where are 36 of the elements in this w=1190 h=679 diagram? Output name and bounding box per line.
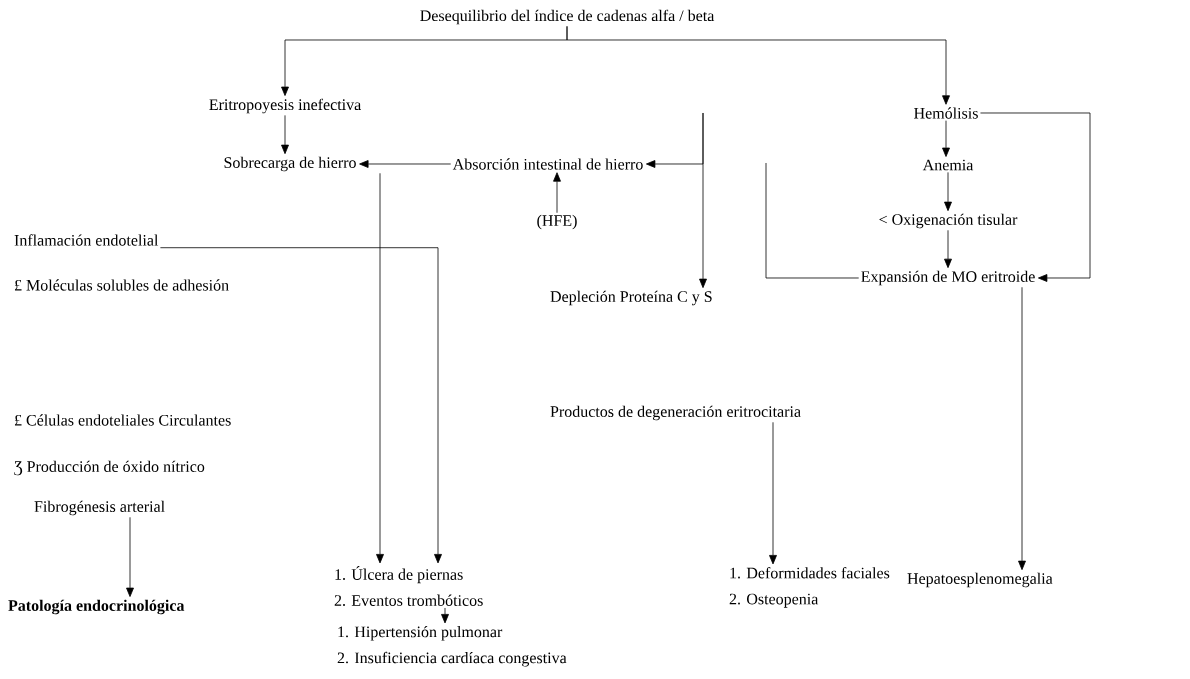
- arrow: [699, 112, 707, 289]
- arrow: [944, 229, 952, 269]
- flow-text: Desequilibrio del índice de cadenas alfa / beta: [420, 9, 715, 25]
- flow-text: Productos de degeneración eritrocitaria: [550, 405, 801, 421]
- arrow: [566, 25, 950, 105]
- flow-text: Absorción intestinal de hierro: [452, 158, 643, 170]
- flow-text: Expansión de MO eritroide: [861, 270, 1035, 286]
- flow-text: 1. Hipertensión pulmonar 2. Insuficiencia cardíaca congestiva: [337, 626, 567, 667]
- arrow: [553, 172, 561, 214]
- flow-text: Anemia: [922, 159, 974, 171]
- arrow: [1018, 286, 1026, 571]
- flow-text: Patología endocrinológica: [8, 599, 185, 615]
- note-text: £ Células endoteliales Circulantes: [14, 414, 231, 426]
- arrow: [942, 120, 950, 157]
- arrow: [376, 172, 384, 564]
- flow-text: Inflamación endotelial: [14, 234, 159, 246]
- arrow: [359, 160, 452, 168]
- arrow: [160, 247, 442, 564]
- flow-text: Hemólisis: [914, 107, 978, 119]
- flow-text: (HFE): [537, 214, 577, 230]
- flow-text: < Oxigenación tisular: [879, 213, 1018, 229]
- flow-text: 1. Deformidades faciales 2. Osteopenia: [729, 567, 890, 608]
- arrow: [944, 171, 952, 212]
- arrow: [441, 607, 449, 624]
- flow-text: Hepatoesplenomegalia: [907, 572, 1053, 588]
- flow-text: Fibrogénesis arterial: [34, 500, 165, 516]
- arrow: [126, 516, 134, 597]
- note-text: Ʒ Producción de óxido nítrico: [14, 460, 205, 476]
- arrow: [281, 114, 289, 155]
- flow-text: Sobrecarga de hierro: [224, 156, 356, 172]
- arrow: [769, 421, 777, 565]
- flow-text: Eritropoyesis inefectiva: [209, 98, 361, 114]
- flow-text: Depleción Proteína C y S: [550, 290, 712, 306]
- note-text: £ Moléculas solubles de adhesión: [14, 279, 229, 291]
- flow-text: 1. Úlcera de piernas 2. Eventos trombóticos: [334, 566, 483, 606]
- arrow: [980, 112, 1091, 282]
